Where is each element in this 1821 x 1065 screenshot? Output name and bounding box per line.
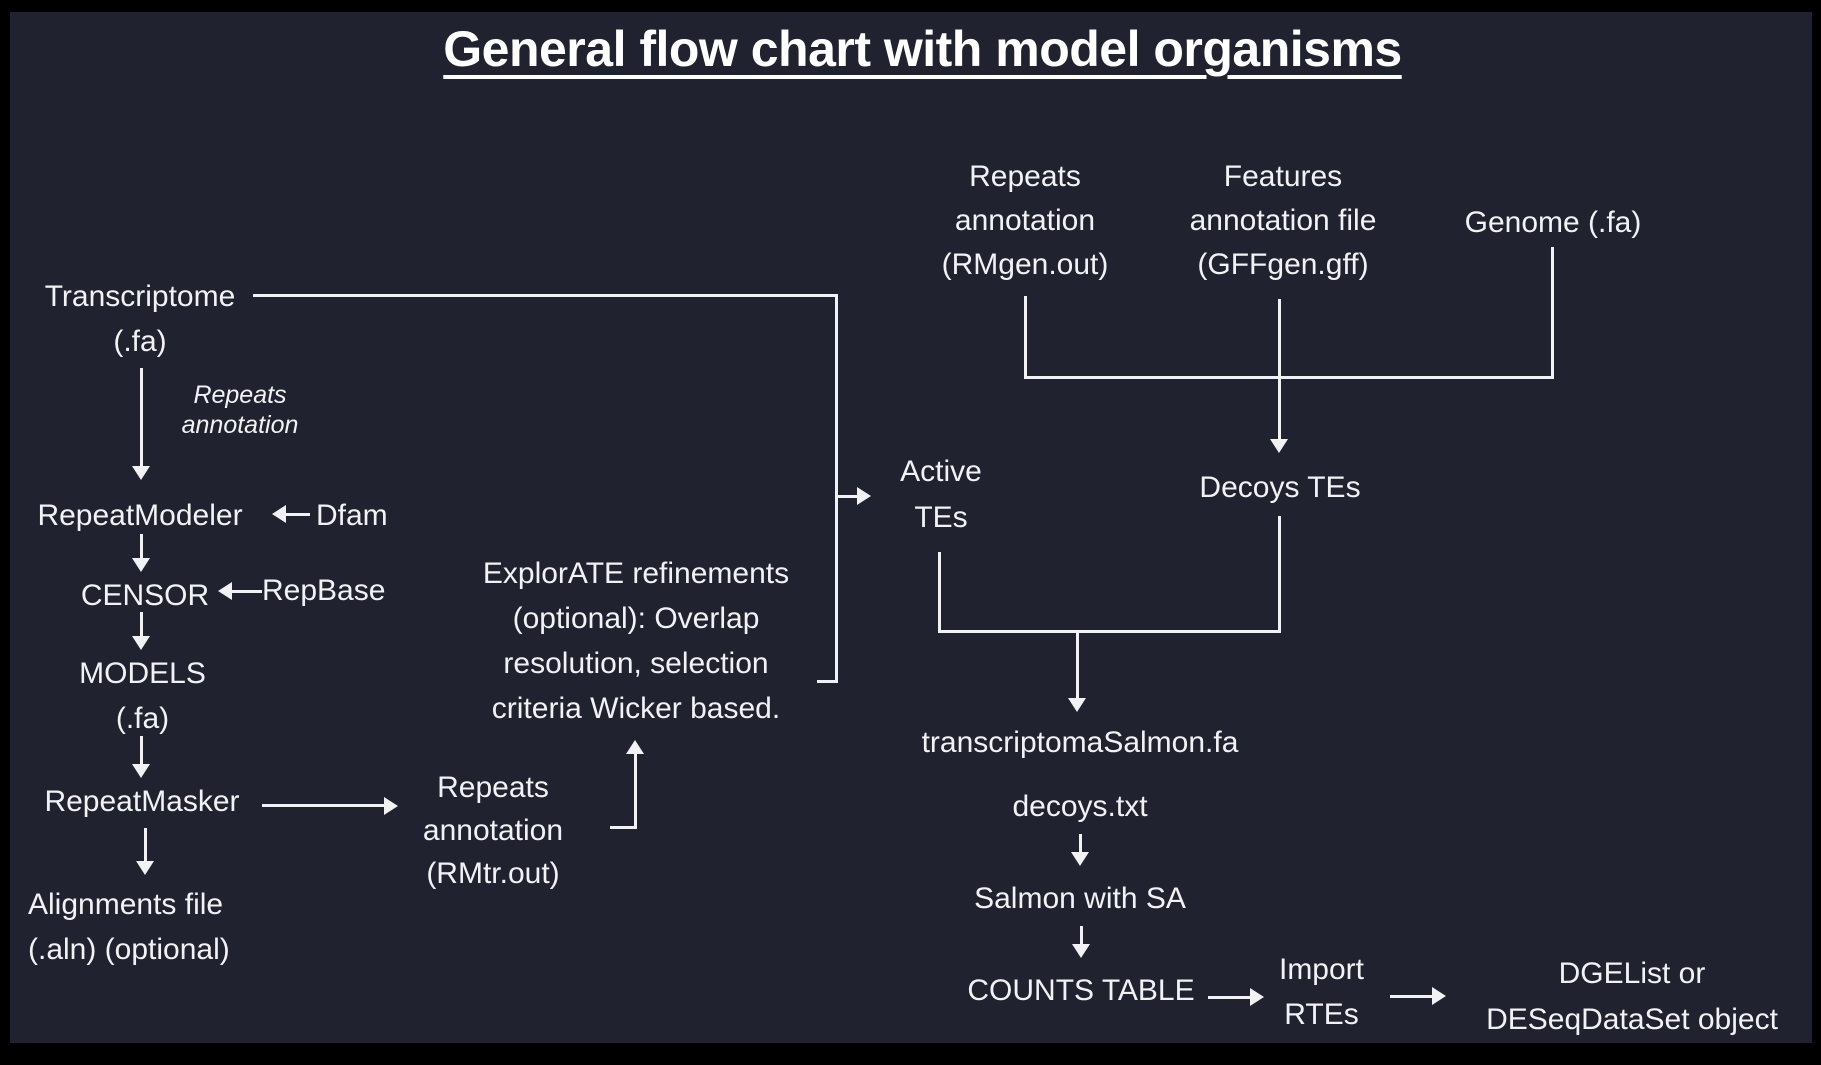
arrow-models-repeatmasker-line: [140, 736, 143, 764]
node-salmon-with-sa: Salmon with SA: [974, 882, 1186, 915]
node-decoys-tes: Decoys TEs: [1199, 471, 1361, 504]
arrow-dfam-repeatmodeler-head: [272, 505, 286, 523]
connector-active-drop: [938, 552, 941, 633]
arrow-import-dge-line: [1390, 995, 1432, 998]
arrow-repeatmasker-rmtr-head: [384, 797, 398, 815]
arrow-repeatmodeler-censor-line: [140, 534, 143, 558]
node-repeatmasker: RepeatMasker: [44, 785, 240, 818]
connector-rmtr-elbow-v: [634, 753, 637, 829]
arrow-transcriptome-repeatmodeler-line: [140, 368, 143, 466]
arrow-decoystxt-salmon-head: [1071, 852, 1089, 866]
arrow-censor-models-line: [140, 612, 143, 636]
node-dge-output: DGEList or DESeqDataSet object: [1486, 957, 1778, 1036]
arrow-models-repeatmasker-head: [132, 764, 150, 778]
node-models: MODELS (.fa): [79, 657, 206, 735]
node-features-annotation: Features annotation file (GFFgen.gff): [1189, 160, 1377, 281]
arrow-salmon-counts-line: [1080, 926, 1083, 944]
arrow-decoystxt-salmon-line: [1079, 834, 1082, 852]
flowchart-panel: [10, 12, 1812, 1043]
node-censor: CENSOR: [80, 579, 210, 612]
node-transcriptome: Transcriptome (.fa): [44, 280, 236, 358]
arrow-dfam-repeatmodeler-line: [284, 513, 310, 516]
node-repbase: RepBase: [262, 574, 386, 607]
connector-rmtr-elbow-h: [610, 826, 637, 829]
arrow-repeatmodeler-censor-head: [132, 558, 150, 572]
arrow-merge-salmonfa-head: [1068, 698, 1086, 712]
node-decoys-txt: decoys.txt: [1012, 790, 1148, 823]
arrow-transcriptome-repeatmodeler-head: [132, 466, 150, 480]
node-counts-table: COUNTS TABLE: [967, 974, 1195, 1007]
node-repeats-annotation-rmtr: Repeats annotation (RMtr.out): [422, 771, 564, 890]
arrow-repeatmasker-rmtr-line: [262, 804, 384, 807]
arrow-counts-import-line: [1208, 996, 1250, 999]
connector-genome-drop: [1551, 247, 1554, 378]
arrow-to-decoys-line: [1278, 299, 1281, 439]
connector-transcriptome-vertical: [835, 294, 838, 683]
arrow-to-active-tes-head: [857, 487, 871, 505]
arrow-counts-import-head: [1250, 988, 1264, 1006]
node-alignments-file: Alignments file (.aln) (optional): [28, 888, 230, 966]
node-import-rtes: Import RTEs: [1278, 953, 1365, 1031]
connector-topright-horizontal: [1024, 376, 1554, 379]
node-repeatmodeler: RepeatModeler: [37, 499, 243, 532]
arrow-rmtr-explorate-head: [626, 740, 644, 754]
connector-explorate-tick: [817, 680, 838, 683]
node-repeats-annotation-rmgen: Repeats annotation (RMgen.out): [941, 160, 1109, 281]
node-active-tes: Active TEs: [900, 455, 982, 534]
connector-transcriptome-top: [253, 294, 837, 297]
node-genome: Genome (.fa): [1464, 206, 1642, 239]
arrow-to-decoys-head: [1270, 439, 1288, 453]
arrow-import-dge-head: [1432, 987, 1446, 1005]
connector-decoys-drop: [1278, 516, 1281, 633]
arrow-repeatmasker-alignments-head: [136, 861, 154, 875]
node-explorate-refinements: ExplorATE refinements (optional): Overla…: [482, 557, 790, 725]
arrow-salmon-counts-head: [1072, 944, 1090, 958]
arrow-censor-models-head: [132, 636, 150, 650]
arrow-to-active-tes-line: [835, 495, 859, 498]
label-repeats-annotation: Repeats annotation: [181, 381, 299, 439]
node-transcriptoma-salmon: transcriptomaSalmon.fa: [921, 726, 1239, 759]
connector-rmgen-drop: [1024, 296, 1027, 378]
arrow-merge-salmonfa-line: [1076, 630, 1079, 698]
node-dfam: Dfam: [316, 499, 388, 532]
page-title: General flow chart with model organisms: [443, 21, 1402, 77]
arrow-repbase-censor-line: [230, 590, 262, 593]
connector-merge-horizontal: [938, 630, 1281, 633]
arrow-repbase-censor-head: [218, 582, 232, 600]
arrow-repeatmasker-alignments-line: [144, 828, 147, 861]
